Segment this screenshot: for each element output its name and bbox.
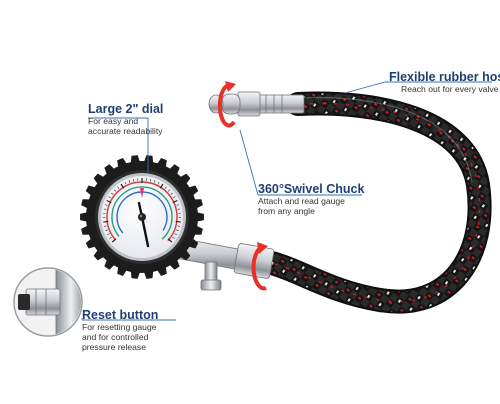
callout-leader-lines — [81, 81, 492, 321]
dial-tick — [108, 196, 112, 199]
dial-tick — [109, 236, 112, 239]
dial-tick — [124, 181, 127, 185]
dial-tick — [177, 225, 180, 227]
dial-tick — [113, 189, 117, 192]
dial-tick — [117, 186, 120, 189]
dial-tick — [157, 181, 160, 185]
gauge-boot-tooth — [93, 173, 105, 185]
chuck-leader-line — [239, 129, 259, 196]
callout-hose-desc: Reach out for every valve — [401, 84, 499, 94]
hose-leader-line — [344, 81, 386, 94]
dial-tick — [103, 220, 109, 223]
dial-tick — [103, 208, 107, 210]
callout-reset: Reset button For resetting gauge and for… — [82, 308, 170, 352]
dial-tick — [149, 178, 152, 182]
callout-chuck-title: 360°Swivel Chuck — [258, 182, 365, 196]
callout-dial-title: Large 2" dial — [88, 102, 164, 116]
dial-tick — [111, 238, 117, 243]
reset-button-inset — [13, 267, 83, 337]
dial-tick — [153, 180, 156, 183]
gauge-boot-tooth — [85, 237, 97, 249]
dial-tick — [132, 178, 135, 182]
dial-tick — [104, 225, 107, 227]
pressure-gauge — [80, 155, 204, 279]
gauge-boot-tooth — [179, 173, 191, 185]
gauge-boot-tooth — [168, 258, 180, 270]
callout-reset-title: Reset button — [82, 308, 159, 322]
gauge-boot-tooth — [187, 185, 199, 197]
dial-tick — [164, 186, 167, 189]
dial-tick — [167, 238, 173, 243]
dial-tick — [111, 192, 114, 195]
dial-tick — [106, 199, 112, 204]
dial-tick — [170, 192, 173, 195]
gauge-boot-tooth — [85, 185, 97, 197]
rubber-hose — [256, 91, 492, 314]
rotate-arrow-icon — [251, 242, 268, 291]
gauge-boot-tooth — [179, 249, 191, 261]
callout-hose-title: Flexible rubber hose — [389, 70, 500, 84]
dial-tick — [172, 196, 176, 199]
gauge-boot-tooth — [104, 164, 116, 176]
gauge-boot-tooth — [168, 164, 180, 176]
callout-dial: Large 2" dial For easy and accurate read… — [88, 102, 168, 136]
gauge-boot-tooth — [93, 249, 105, 261]
dial-tick — [177, 208, 181, 210]
gauge-boot-tooth — [104, 258, 116, 270]
callout-reset-desc: For resetting gauge and for controlled p… — [82, 322, 157, 352]
dial-tick — [176, 229, 179, 231]
callout-hose: Flexible rubber hose Reach out for every… — [389, 70, 500, 94]
dial-tick — [105, 229, 108, 231]
dial-tick — [176, 204, 180, 206]
dial-tick — [120, 183, 125, 189]
dial-tick — [174, 233, 177, 235]
swivel-air-chuck — [208, 91, 305, 117]
dial-tick — [107, 233, 110, 235]
callout-chuck: 360°Swivel Chuck Attach and read gauge f… — [258, 182, 364, 216]
callout-chuck-desc: Attach and read gauge from any angle — [258, 196, 345, 216]
gauge-boot-tooth — [187, 237, 199, 249]
dial-tick — [128, 180, 131, 183]
dial-tick — [167, 189, 171, 192]
dial-tick — [159, 183, 164, 189]
callout-dial-desc: For easy and accurate readability — [88, 116, 163, 136]
dial-tick — [175, 220, 181, 223]
dial-tick — [172, 199, 178, 204]
dial-tick — [172, 236, 175, 239]
dial-tick — [104, 204, 108, 206]
rotate-arrow-icon — [217, 81, 236, 128]
